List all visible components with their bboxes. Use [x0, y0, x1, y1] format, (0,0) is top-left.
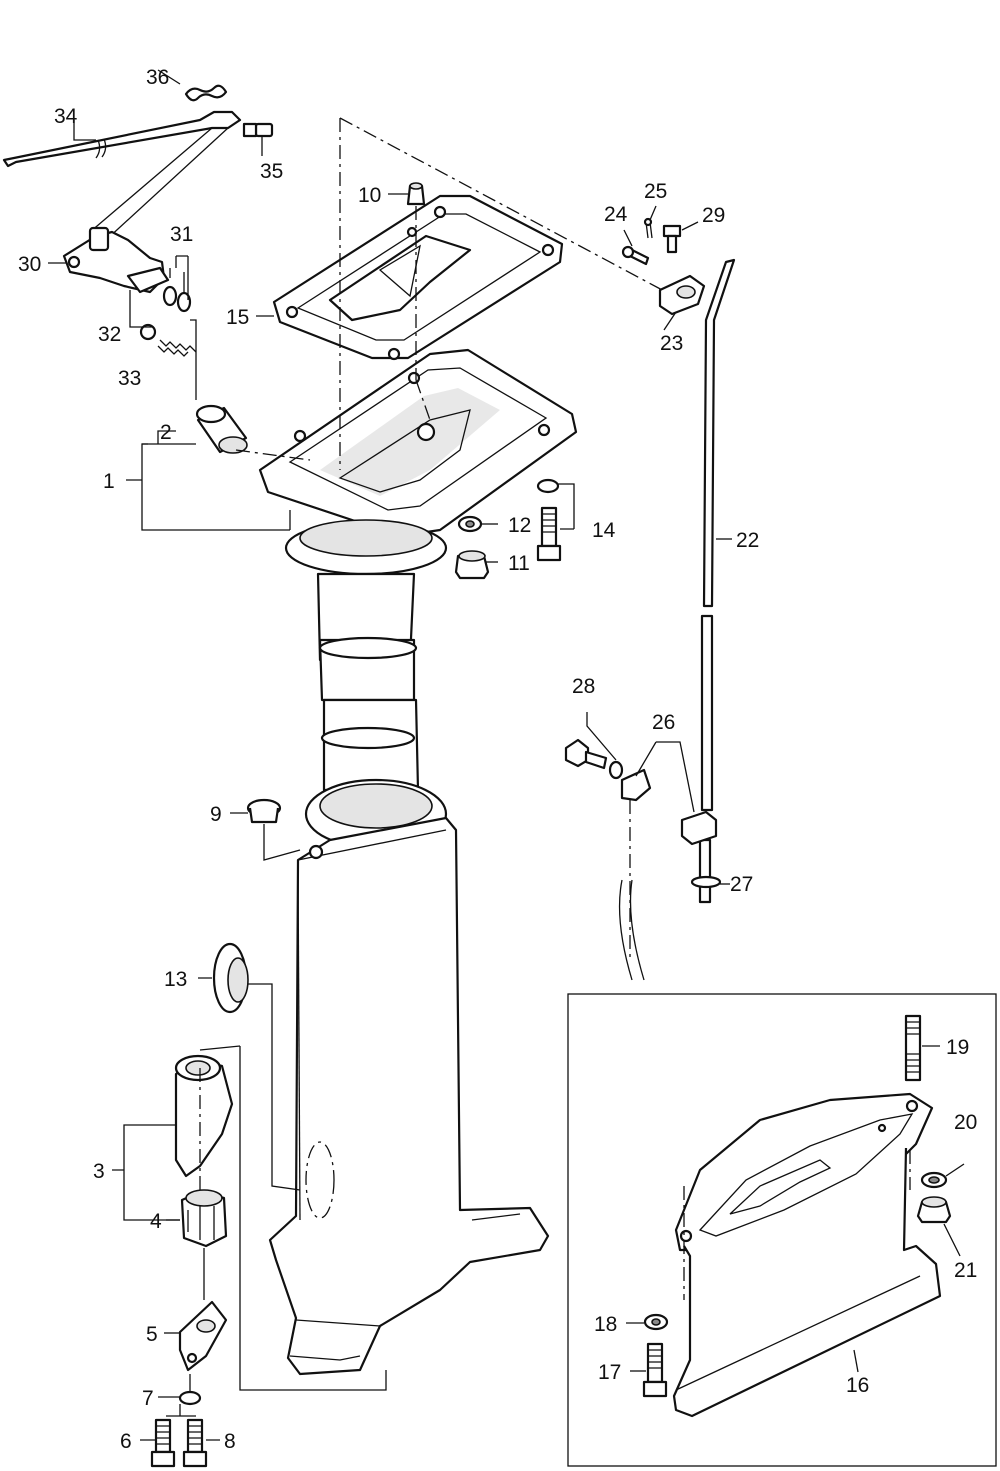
callout-4: 4 [150, 1210, 162, 1233]
bolt-part-6 [150, 1418, 176, 1468]
gasket-part [272, 194, 564, 361]
callout-8: 8 [224, 1430, 236, 1453]
callout-3: 3 [93, 1160, 105, 1183]
plate-part [178, 1248, 228, 1372]
control-lever-housing-part [62, 127, 229, 294]
cam-rod-part-22 [698, 258, 736, 904]
cam-part-23 [658, 274, 706, 316]
callout-19: 19 [946, 1036, 969, 1059]
nut-part-4 [180, 1189, 228, 1248]
spring-part [157, 339, 197, 357]
throttle-rod-part [2, 110, 242, 168]
callout-23: 23 [660, 332, 683, 355]
drive-shaft-housing-part [258, 348, 578, 1376]
alignment-lines [235, 117, 911, 1300]
callout-36: 36 [146, 66, 169, 89]
washer-part-20 [920, 1171, 948, 1189]
callout-22: 22 [736, 529, 759, 552]
callout-16: 16 [846, 1374, 869, 1397]
callout-31: 31 [170, 223, 193, 246]
washer-part-12 [457, 515, 483, 533]
callout-33: 33 [118, 367, 141, 390]
bolt-part-35 [242, 122, 274, 138]
callout-10: 10 [358, 184, 381, 207]
callout-21: 21 [954, 1259, 977, 1282]
callout-2: 2 [160, 421, 172, 444]
adapter-part-16 [672, 1092, 942, 1418]
callout-7: 7 [142, 1387, 154, 1410]
collar-part [190, 319, 248, 454]
callout-5: 5 [146, 1323, 158, 1346]
callout-34: 34 [54, 105, 78, 128]
cotter-pin-part-25 [643, 217, 653, 239]
nut-part-21 [916, 1196, 952, 1224]
callout-28: 28 [572, 675, 595, 698]
callout-25: 25 [644, 180, 667, 203]
clamp-part-26 [620, 768, 718, 846]
pin-part [406, 182, 426, 206]
callout-29: 29 [702, 204, 725, 227]
bolt-part-28 [564, 738, 624, 780]
callout-27: 27 [730, 873, 753, 896]
bolt-part-14 [536, 506, 562, 562]
nut-part-11 [454, 550, 490, 580]
callout-15: 15 [226, 306, 249, 329]
callout-9: 9 [210, 803, 222, 826]
stud-part-19 [904, 1014, 922, 1082]
callout-30: 30 [18, 253, 41, 276]
callout-24: 24 [604, 203, 628, 226]
callout-32: 32 [98, 323, 121, 346]
clip-part [184, 84, 228, 102]
callout-35: 35 [260, 160, 283, 183]
callout-18: 18 [594, 1313, 617, 1336]
washer-part-7 [178, 1374, 202, 1406]
pin-part-24 [621, 245, 650, 266]
screw-part-29 [662, 224, 682, 254]
bolt-part-8 [182, 1418, 208, 1468]
washer-part-18 [643, 1313, 669, 1331]
grommet-part-27 [690, 875, 722, 889]
o-rings-part [162, 268, 192, 313]
ball-part [139, 323, 157, 341]
callout-17: 17 [598, 1361, 621, 1384]
bracket-part [174, 1054, 234, 1200]
detail-inset-box [567, 993, 997, 1467]
callout-11: 11 [508, 552, 530, 575]
callout-1: 1 [103, 470, 115, 493]
grommet-part-13 [212, 942, 249, 1014]
callout-13: 13 [164, 968, 187, 991]
callout-26: 26 [652, 711, 675, 734]
callout-12: 12 [508, 514, 531, 537]
leader-lines [48, 69, 965, 1441]
callout-14: 14 [592, 519, 616, 542]
bolt-part-17 [642, 1342, 668, 1398]
callout-labels: 1 2 3 4 5 6 7 8 9 10 11 12 13 14 15 16 1… [18, 66, 977, 1453]
callout-6: 6 [120, 1430, 132, 1453]
grommet-part-9 [246, 798, 282, 824]
washer-part-14 [536, 478, 560, 494]
callout-20: 20 [954, 1111, 977, 1134]
